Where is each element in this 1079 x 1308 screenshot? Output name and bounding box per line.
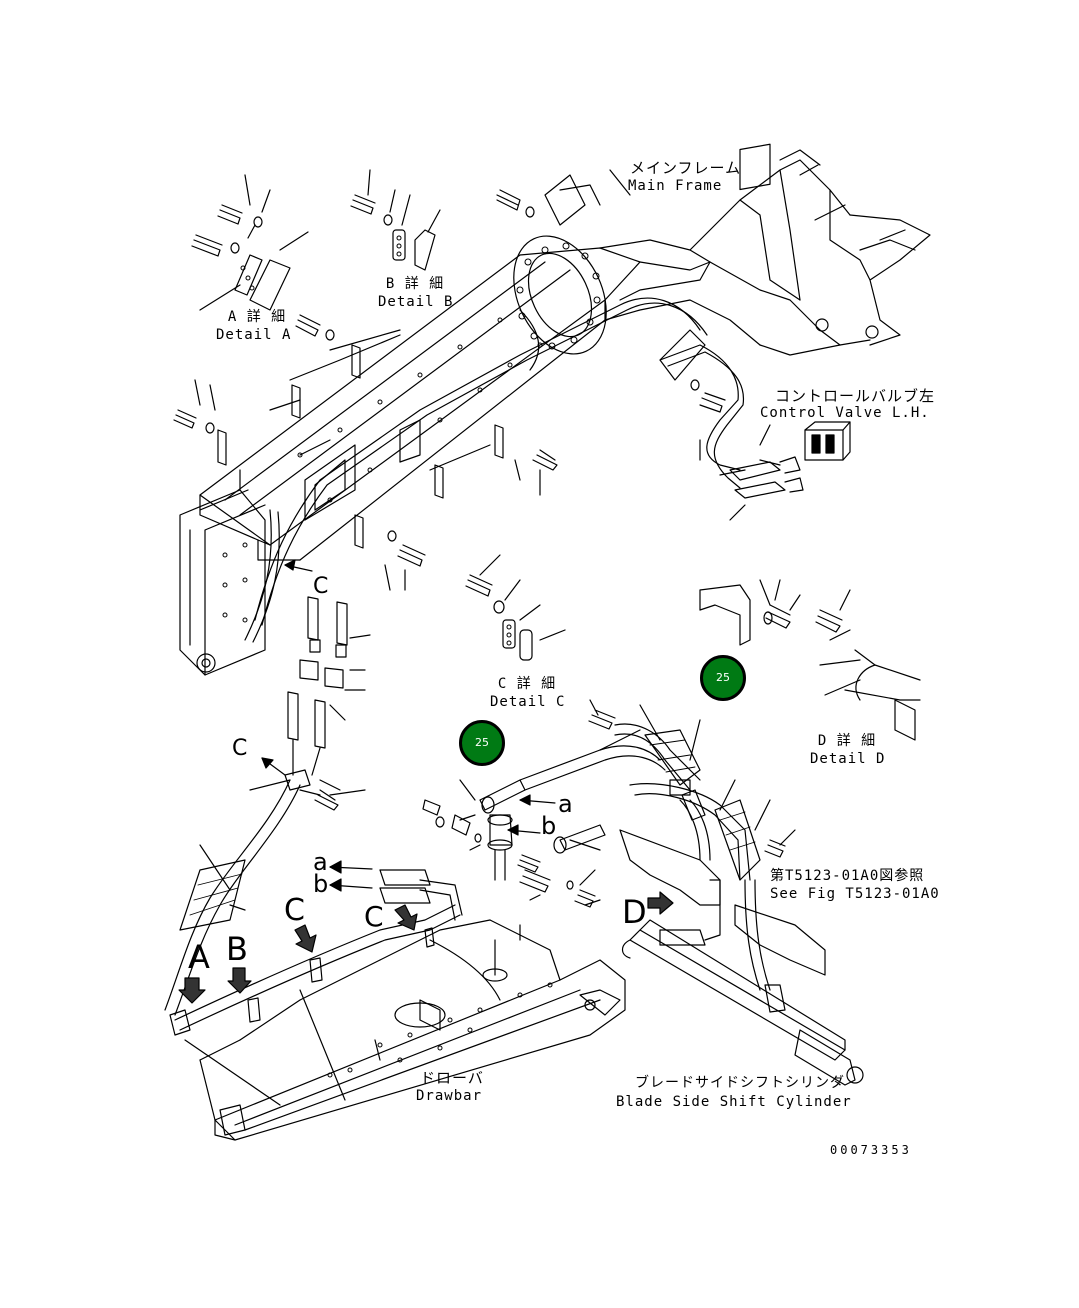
detail-d-label-en: Detail D	[810, 751, 886, 767]
letter-A-view: A	[188, 938, 210, 976]
letter-c-hose: C	[232, 736, 248, 761]
detail-c-drawing	[466, 555, 565, 660]
detail-b-drawing	[351, 170, 440, 270]
callout-25-center[interactable]: 25	[459, 720, 505, 766]
control-valve-label-en: Control Valve L.H.	[760, 405, 930, 421]
cylinder-clamp-plates	[620, 830, 825, 975]
letter-B-view: B	[226, 930, 248, 968]
detail-d-label-jp: D 詳 細	[817, 733, 877, 749]
control-valve-label-jp: コントロールバルブ左	[775, 387, 936, 405]
letter-a-center: a	[558, 790, 573, 818]
letter-a-drawbar: a	[313, 848, 328, 876]
frame-clamps	[218, 175, 705, 548]
detail-c-label-jp: C 詳 細	[497, 676, 557, 692]
letter-D-view: D	[622, 893, 647, 931]
detail-a-label-jp: A 詳 細	[227, 309, 287, 325]
frame-bolts	[174, 190, 725, 566]
drawbar-drawing	[170, 870, 625, 1140]
view-arrows	[179, 170, 795, 1003]
drawing-number: 00073353	[830, 1143, 912, 1157]
detail-c-label-en: Detail C	[490, 694, 566, 710]
control-valve-drawing	[730, 422, 850, 498]
main-frame-label-jp: メインフレーム	[630, 159, 742, 177]
drawbar-label-en: Drawbar	[416, 1088, 483, 1104]
main-frame-drawing	[180, 144, 930, 675]
letter-b-center: b	[541, 812, 557, 840]
letter-b-drawbar: b	[313, 870, 329, 898]
detail-d-drawing	[700, 580, 920, 740]
detail-b-label-en: Detail B	[378, 294, 454, 310]
detail-b-label-jp: B 詳 細	[385, 276, 445, 292]
detail-a-label-en: Detail A	[216, 327, 292, 343]
main-frame-label-en: Main Frame	[628, 178, 723, 194]
frame-hoses	[245, 298, 743, 642]
cylinder-label-en: Blade Side Shift Cylinder	[616, 1094, 852, 1110]
letter-c-drawbar-right: C	[364, 900, 384, 933]
letter-c-frame: C	[313, 574, 329, 599]
center-fittings	[423, 700, 785, 1012]
detail-a-drawing	[192, 175, 308, 310]
drawbar-label-jp: ドローバ	[420, 1069, 484, 1087]
see-fig-label-en: See Fig T5123-01A0	[770, 886, 940, 902]
see-fig-label-jp: 第T5123-01A0図参照	[770, 868, 925, 884]
left-hose-assembly	[165, 597, 347, 1015]
cylinder-label-jp: ブレードサイドシフトシリンダ	[635, 1075, 845, 1091]
letter-c-drawbar-left: C	[284, 893, 305, 928]
callout-25-detail-d[interactable]: 25	[700, 655, 746, 701]
side-shift-cylinder-drawing	[623, 880, 864, 1085]
